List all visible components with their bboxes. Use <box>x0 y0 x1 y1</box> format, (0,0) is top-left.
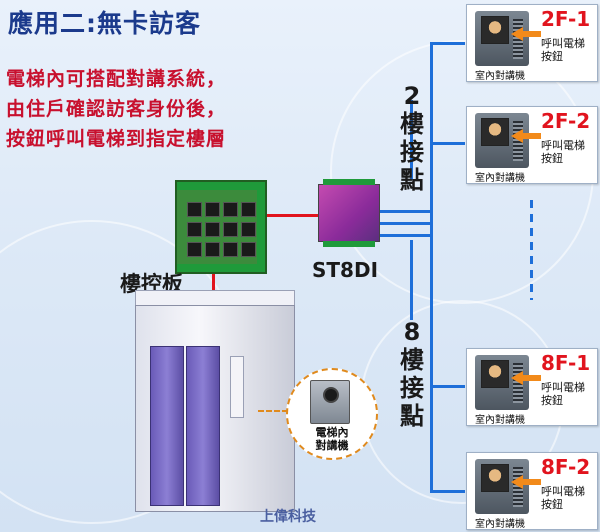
intercom-screen <box>481 118 509 146</box>
elevator-car <box>135 305 295 512</box>
relay <box>241 202 256 217</box>
wire-lower-vertical <box>410 240 413 320</box>
panel-caption: 室內對講機 <box>475 519 525 530</box>
panel-floor-tag: 2F-2 <box>541 109 591 133</box>
floor-group-char: 樓 <box>400 346 424 374</box>
relay <box>241 242 256 257</box>
board-terminal-strip <box>177 264 265 272</box>
camera-lens <box>323 387 339 403</box>
wire-board-to-elevator <box>212 270 215 292</box>
floor-control-board <box>175 180 267 274</box>
indoor-intercom-panel: 2F-1 呼叫電梯按鈕 室內對講機 <box>466 4 598 82</box>
relay <box>241 222 256 237</box>
intercom-unit <box>475 113 529 168</box>
door-phone-icon <box>310 380 350 424</box>
wire-device-bus <box>378 210 433 213</box>
st8di-device <box>318 179 380 247</box>
wire-main-vertical <box>430 42 433 492</box>
intercom-speaker <box>513 19 523 59</box>
arrow-icon <box>511 27 541 41</box>
floor-group-8: 8 樓 接 點 <box>395 318 429 430</box>
relay <box>223 202 238 217</box>
floor-group-char: 接 <box>400 374 424 402</box>
floor-group-number: 8 <box>403 318 421 346</box>
elevator-door <box>186 346 220 506</box>
wire-branch-2f-1 <box>430 42 465 45</box>
relay <box>205 242 220 257</box>
device-terminal-strip <box>323 179 375 185</box>
relay <box>205 202 220 217</box>
panel-floor-tag: 8F-2 <box>541 455 591 479</box>
elevator-door <box>150 346 184 506</box>
page-title: 應用二:無卡訪客 <box>8 9 201 38</box>
floor-group-char: 點 <box>400 166 424 194</box>
wire-board-to-device <box>263 214 318 217</box>
description-line-2: 由住戶確認訪客身份後， <box>6 98 227 120</box>
elevator-button-panel <box>230 356 244 418</box>
elevator-intercom-label: 電梯內 對講機 <box>315 426 349 452</box>
callout-connector <box>258 410 288 412</box>
board-terminal-strip <box>257 190 265 264</box>
wire-device-bus <box>378 234 433 237</box>
wire-branch-8f-1 <box>430 385 465 388</box>
panel-caption: 室內對講機 <box>475 173 525 184</box>
panel-caption: 室內對講機 <box>475 415 525 426</box>
device-label: ST8DI <box>312 258 379 282</box>
intercom-screen <box>481 360 509 388</box>
board-terminal-strip <box>177 182 265 190</box>
panel-caption: 室內對講機 <box>475 71 525 82</box>
intercom-screen <box>481 16 509 44</box>
arrow-icon <box>511 371 541 385</box>
device-terminal-strip <box>323 241 375 247</box>
relay <box>223 222 238 237</box>
panel-floor-tag: 2F-1 <box>541 7 591 31</box>
wire-device-bus <box>378 222 433 225</box>
intercom-screen <box>481 464 509 492</box>
continuation-dots <box>530 200 533 300</box>
floor-group-2: 2 樓 接 點 <box>395 82 429 194</box>
relay <box>187 242 202 257</box>
elevator-intercom-callout: 電梯內 對講機 <box>286 368 378 460</box>
wire-mid-vertical <box>410 100 413 180</box>
panel-floor-tag: 8F-1 <box>541 351 591 375</box>
call-elevator-button-label: 呼叫電梯按鈕 <box>541 381 585 407</box>
description-line-3: 按鈕呼叫電梯到指定樓層 <box>6 128 227 150</box>
floor-group-char: 接 <box>400 138 424 166</box>
indoor-intercom-panel: 8F-2 呼叫電梯按鈕 室內對講機 <box>466 452 598 530</box>
wire-branch-2f-2 <box>430 142 465 145</box>
brand-watermark: 上偉科技 <box>260 509 316 525</box>
call-elevator-button-label: 呼叫電梯按鈕 <box>541 485 585 511</box>
wire-branch-8f-2 <box>430 490 465 493</box>
description-line-1: 電梯內可搭配對講系統， <box>6 68 227 90</box>
relay <box>223 242 238 257</box>
indoor-intercom-panel: 2F-2 呼叫電梯按鈕 室內對講機 <box>466 106 598 184</box>
floor-group-char: 點 <box>400 402 424 430</box>
relay <box>187 202 202 217</box>
call-elevator-button-label: 呼叫電梯按鈕 <box>541 37 585 63</box>
floor-group-number: 2 <box>403 82 421 110</box>
relay <box>205 222 220 237</box>
intercom-speaker <box>513 363 523 403</box>
relay <box>187 222 202 237</box>
intercom-speaker <box>513 467 523 507</box>
call-elevator-button-label: 呼叫電梯按鈕 <box>541 139 585 165</box>
arrow-icon <box>511 129 541 143</box>
intercom-speaker <box>513 121 523 161</box>
floor-group-char: 樓 <box>400 110 424 138</box>
arrow-icon <box>511 475 541 489</box>
indoor-intercom-panel: 8F-1 呼叫電梯按鈕 室內對講機 <box>466 348 598 426</box>
